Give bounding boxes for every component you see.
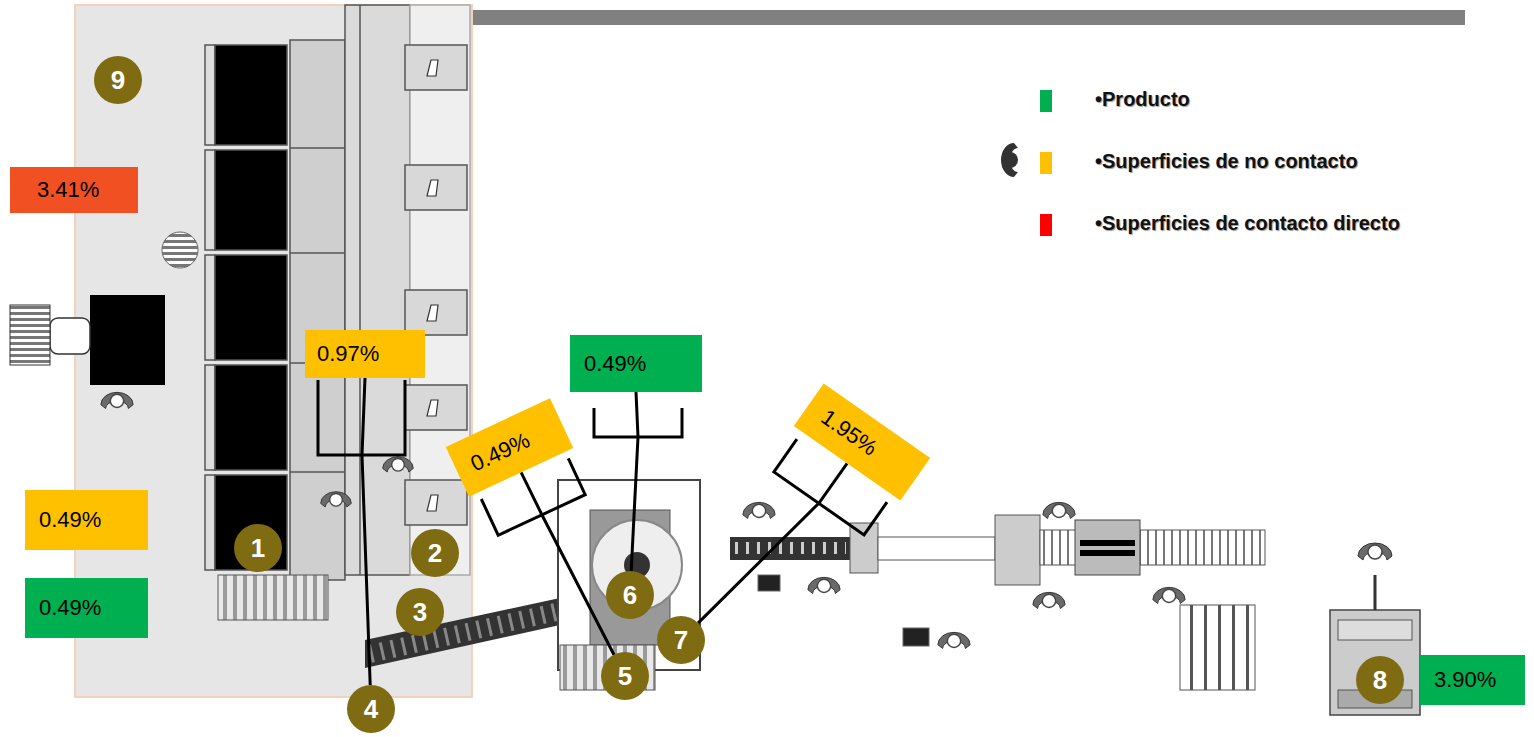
leader-line [362, 378, 370, 685]
percentage-box: 3.90% [1420, 655, 1525, 705]
percentage-value: 1.95% [816, 404, 882, 461]
callout-number: 6 [623, 580, 637, 611]
legend-text: •Superficies de no contacto [1095, 150, 1358, 173]
callout-circle: 7 [657, 616, 705, 664]
leader-line [521, 472, 614, 654]
callout-circle: 5 [601, 652, 649, 700]
callout-number: 7 [674, 625, 688, 656]
callout-number: 1 [251, 533, 265, 564]
percentage-value: 0.49% [466, 427, 534, 477]
percentage-box: 0.97% [305, 330, 425, 378]
percentage-box: 0.49% [25, 578, 148, 638]
callout-number: 4 [364, 694, 378, 725]
percentage-value: 0.49% [584, 351, 646, 377]
legend-swatch [1040, 214, 1052, 236]
legend-swatch [1040, 152, 1052, 174]
legend-text: •Superficies de contacto directo [1095, 212, 1400, 235]
percentage-value: 0.97% [317, 341, 379, 367]
percentage-box: 0.49% [570, 335, 702, 392]
percentage-value: 3.90% [1434, 667, 1496, 693]
callout-circle: 6 [606, 571, 654, 619]
callout-circle: 1 [234, 524, 282, 572]
callout-number: 8 [1373, 665, 1387, 696]
callout-circle: 2 [411, 529, 459, 577]
percentage-value: 0.49% [39, 595, 101, 621]
callout-number: 2 [428, 538, 442, 569]
leader-line [698, 463, 847, 623]
callout-circle: 9 [94, 56, 142, 104]
callout-number: 3 [413, 597, 427, 628]
callout-number: 9 [111, 65, 125, 96]
percentage-box: 0.49% [446, 398, 573, 496]
legend-text: •Producto [1095, 88, 1190, 111]
percentage-box: 1.95% [794, 383, 930, 500]
callout-circle: 8 [1356, 656, 1404, 704]
callout-number: 5 [618, 661, 632, 692]
legend-swatch [1040, 90, 1052, 112]
percentage-box: 3.41% [10, 167, 138, 213]
callout-circle: 4 [347, 685, 395, 733]
percentage-box: 0.49% [25, 490, 148, 550]
callout-circle: 3 [396, 588, 444, 636]
leader-line [631, 392, 638, 571]
percentage-value: 3.41% [37, 177, 99, 203]
percentage-value: 0.49% [39, 507, 101, 533]
